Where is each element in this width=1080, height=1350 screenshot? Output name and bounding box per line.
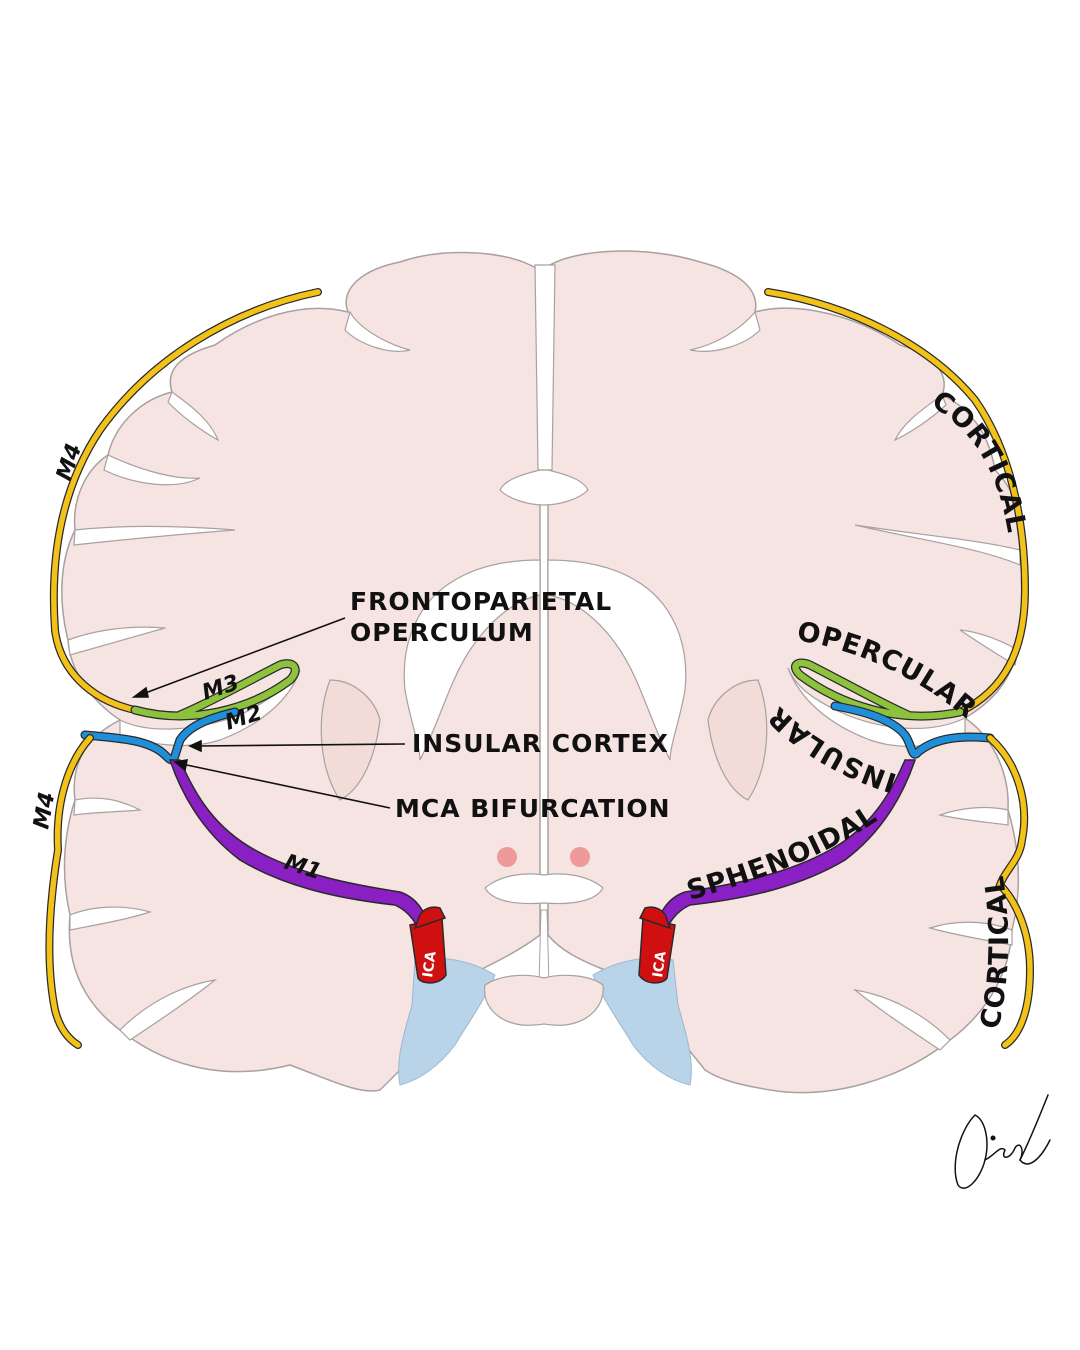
m4-upper-label: M4 [52, 441, 87, 484]
frontoparietal-label-line1: FRONTOPARIETAL [350, 587, 612, 616]
left-cavernous-region [398, 957, 496, 1086]
frontoparietal-label-line2: OPERCULUM [350, 618, 534, 647]
artist-signature [954, 1094, 1051, 1189]
left-nucleus [497, 847, 517, 867]
left-hemisphere [61, 251, 541, 1092]
right-hemisphere [547, 250, 1029, 1094]
pituitary-gland [484, 974, 604, 1026]
left-lateral-ventricle [403, 559, 541, 761]
right-nucleus [570, 847, 590, 867]
sulci [67, 310, 1021, 1051]
right-mca-vessels [764, 288, 1035, 1049]
pointer-arrows [131, 617, 406, 809]
mca-bifurcation-arrow [181, 763, 391, 809]
left-ica [409, 906, 447, 984]
right-ica-label: ICA [650, 950, 670, 978]
frontoparietal-arrow [139, 617, 346, 696]
longitudinal-fissure [534, 264, 556, 471]
mca-bifurcation-label: MCA BIFURCATION [395, 794, 671, 823]
right-ica [638, 906, 676, 984]
insular-cortex-arrow [197, 743, 406, 747]
left-ica-label: ICA [420, 950, 440, 978]
pituitary-stalk [538, 909, 550, 986]
third-ventricle [484, 873, 604, 905]
right-cavernous-region [592, 957, 692, 1086]
insular-cortex-label: INSULAR CORTEX [412, 729, 669, 758]
left-insula-region [320, 679, 381, 801]
septum-fornix [499, 469, 589, 506]
right-lateral-ventricle [547, 559, 687, 761]
right-insula-region [707, 679, 768, 801]
